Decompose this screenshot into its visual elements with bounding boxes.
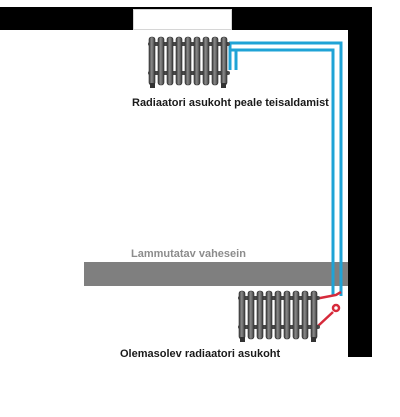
radiator-existing-location-icon: [237, 290, 321, 343]
partition-wall: [84, 262, 348, 286]
new-location-label: Radiaatori asukoht peale teisaldamist: [132, 97, 329, 109]
window-opening: [133, 9, 232, 30]
radiator-new-location-icon: [147, 36, 231, 89]
blue-pipe: [228, 41, 343, 296]
red-pipe: [314, 290, 342, 327]
partition-wall-label: Lammutatav vahesein: [131, 248, 246, 260]
existing-location-label: Olemasolev radiaatori asukoht: [120, 348, 281, 360]
